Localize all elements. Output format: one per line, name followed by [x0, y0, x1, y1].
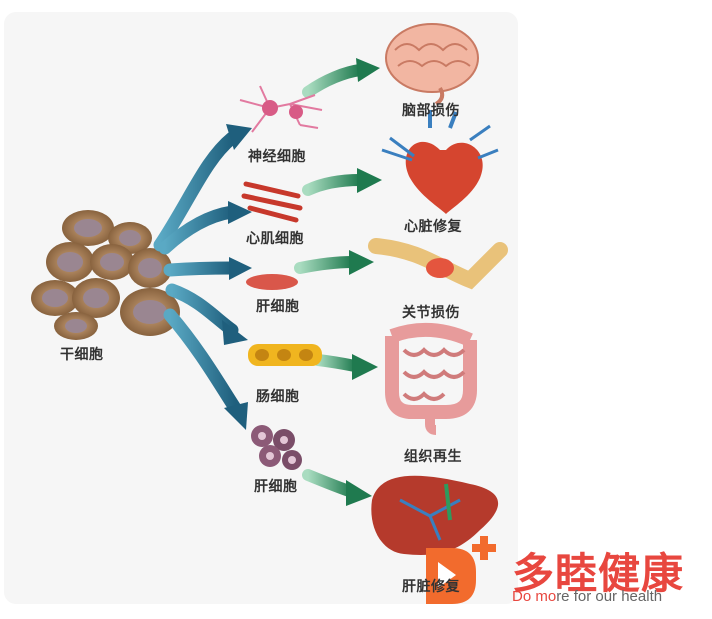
- liver-cell-label-bottom: 肝细胞: [254, 479, 298, 495]
- brand-slogan: Do more for our health: [512, 588, 662, 605]
- stem-cell-cluster: [31, 210, 180, 340]
- arrow-to-intestine: [312, 354, 378, 380]
- brand-slogan-rest: re for our health: [556, 588, 663, 605]
- nerve-cell-illustration: [239, 85, 323, 133]
- liver-cell-label-top: 肝细胞: [256, 299, 300, 315]
- arrow-to-nerve-cell: [153, 124, 252, 252]
- arrow-to-heart: [302, 168, 382, 196]
- heart-illustration: [381, 110, 499, 214]
- outcome-brain-label: 脑部损伤: [402, 103, 460, 119]
- arrow-to-liver: [302, 469, 372, 506]
- stem-cell: [54, 312, 98, 340]
- stem-cell: [46, 242, 94, 282]
- cardiac-cell-label: 心肌细胞: [246, 231, 304, 247]
- brain-illustration: [385, 23, 479, 106]
- joint-illustration: [368, 238, 508, 290]
- stem-cell: [72, 278, 120, 318]
- stem-cell: [90, 244, 134, 280]
- arrow-to-joint: [294, 250, 374, 275]
- liver-cell-top-illustration: [246, 274, 298, 290]
- brand-slogan-highlight: Do mo: [512, 588, 557, 605]
- brand-logo-icon: [426, 536, 496, 604]
- arrow-to-cardiac-cell: [158, 201, 252, 255]
- arrow-to-liver-cell-top: [163, 257, 252, 280]
- stem-cell-label: 干细胞: [60, 347, 104, 363]
- intestine-cell-label: 肠细胞: [256, 389, 300, 405]
- arrow-to-intestine-cell: [165, 283, 248, 345]
- nerve-cell-label: 神经细胞: [248, 149, 306, 165]
- arrow-to-liver-cell-bottom: [163, 308, 248, 430]
- arrow-to-brain: [302, 58, 380, 98]
- intestine-cell-illustration: [248, 344, 322, 366]
- outcome-heart-label: 心脏修复: [404, 219, 462, 235]
- cardiac-cell-illustration: [241, 181, 303, 223]
- liver-illustration: [371, 475, 499, 555]
- stem-cell: [62, 210, 114, 246]
- stem-cell: [120, 288, 180, 336]
- outcome-joint-label: 关节损伤: [402, 305, 460, 321]
- outcome-liver-label: 肝脏修复: [402, 579, 460, 595]
- outcome-tissue-label: 组织再生: [404, 449, 462, 465]
- intestine-illustration: [385, 322, 477, 435]
- stem-cell: [128, 248, 172, 288]
- liver-cell-bottom-illustration: [251, 425, 302, 470]
- stem-cell: [31, 280, 79, 316]
- brand-name: 多睦健康: [512, 549, 685, 598]
